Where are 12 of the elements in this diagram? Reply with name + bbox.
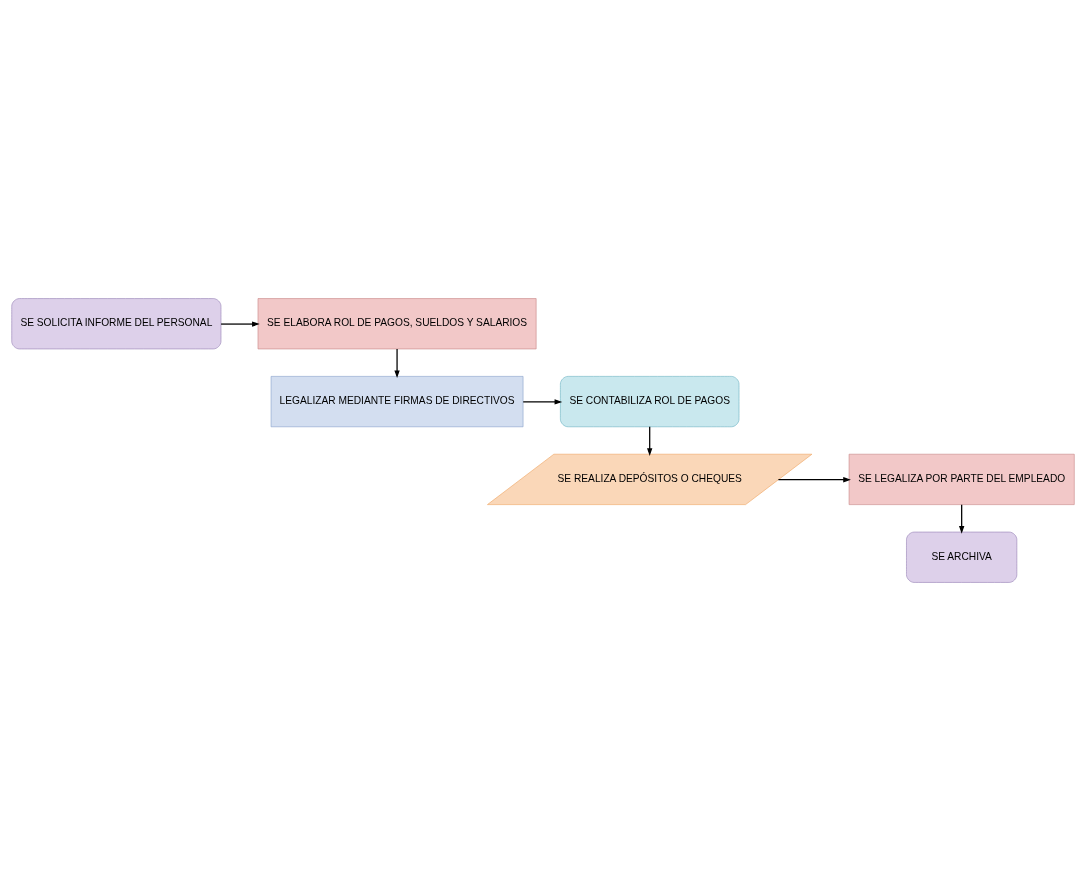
node-box: SE LEGALIZA POR PARTE DEL EMPLEADO [848, 453, 1075, 505]
arrow [647, 426, 653, 456]
node-box: SE ARCHIVA [906, 531, 1018, 583]
arrow [394, 348, 400, 379]
node-box: SE SOLICITA INFORME DEL PERSONAL [11, 298, 222, 350]
arrow [220, 321, 260, 327]
node-box: SE CONTABILIZA ROL DE PAGOS [560, 376, 740, 428]
node-box: LEGALIZAR MEDIANTE FIRMAS DE DIRECTIVOS [270, 376, 524, 428]
node-box: SE ELABORA ROL DE PAGOS, SUELDOS Y SALARIOS [257, 298, 537, 350]
arrow [777, 477, 851, 483]
arrow [958, 504, 965, 534]
arrow [522, 399, 563, 405]
